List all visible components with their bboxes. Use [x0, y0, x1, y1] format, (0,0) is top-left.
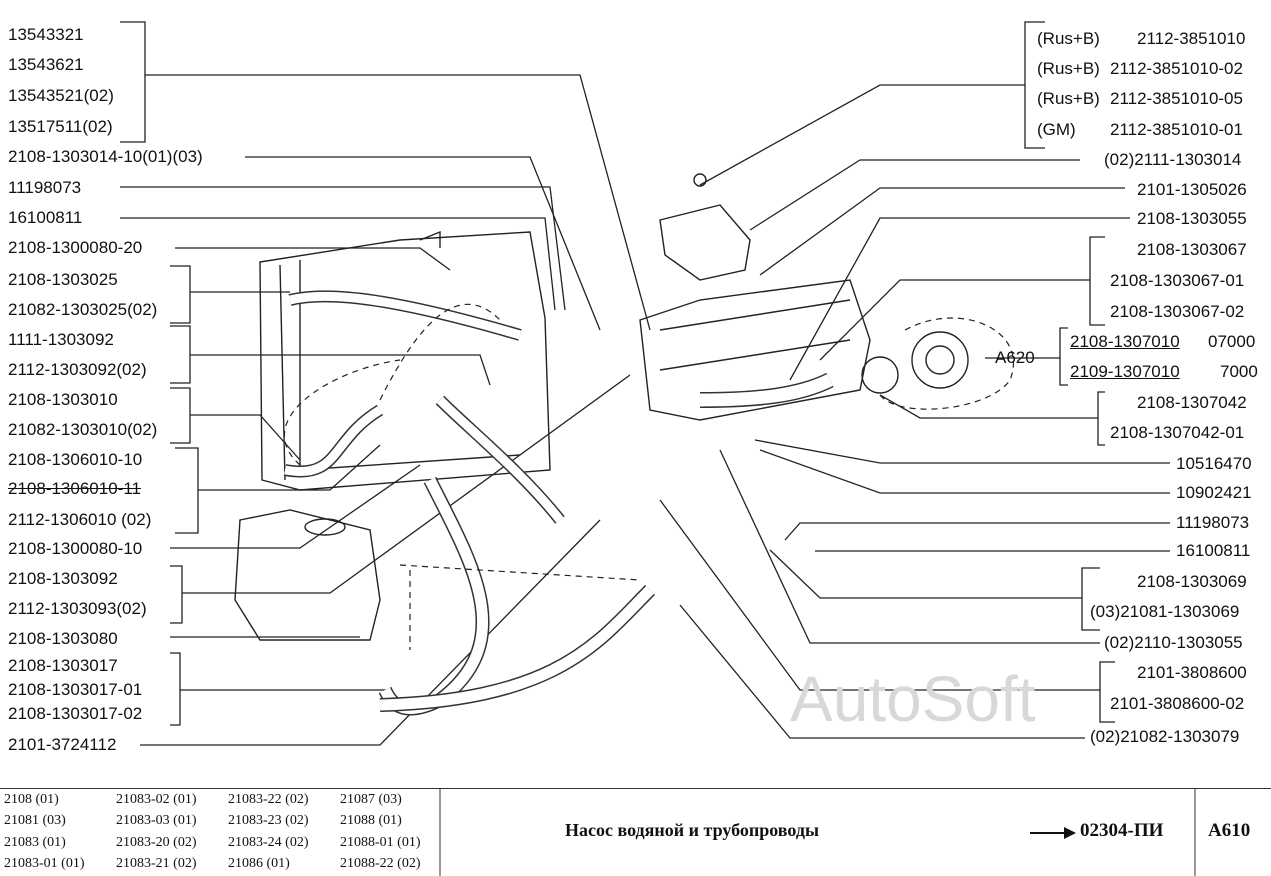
- part-label: 2108-1307010: [1070, 332, 1180, 351]
- part-label: 10902421: [1176, 483, 1252, 502]
- part-label: 2109-1307010: [1070, 362, 1180, 381]
- part-label: 2108-1303067-01: [1110, 271, 1245, 290]
- part-label: 2108-1307042: [1137, 393, 1247, 412]
- part-label: 2108-1300080-10: [8, 539, 143, 558]
- part-label: 1111-1303092: [8, 330, 114, 349]
- part-label: 11198073: [1176, 513, 1250, 532]
- part-label: 2108-1303080: [8, 629, 118, 648]
- part-label: 2112-1306010 (02): [8, 510, 152, 529]
- model-code: 21083-24 (02): [228, 835, 309, 850]
- model-code: 21088 (01): [340, 813, 402, 828]
- sensor-app: (GM): [1037, 120, 1076, 139]
- part-label: 2108-1303092: [8, 569, 118, 588]
- arrow-right-icon: [1030, 827, 1076, 839]
- sensor-number: 2112-3851010-02: [1110, 59, 1243, 78]
- model-code: 21086 (01): [228, 856, 290, 871]
- part-label: 10516470: [1176, 454, 1252, 473]
- model-code: 21088-01 (01): [340, 835, 421, 850]
- part-label: (03)21081-1303069: [1090, 602, 1240, 621]
- part-label: 2101-3808600: [1137, 663, 1247, 682]
- part-label: 2108-1303010: [8, 390, 118, 409]
- part-label: 2108-1307042-01: [1110, 423, 1245, 442]
- assembly-drawing: [120, 21, 1170, 746]
- part-label: 2108-1300080-20: [8, 238, 143, 257]
- model-code: 21083-21 (02): [116, 856, 197, 871]
- sensor-number: 2112-3851010-01: [1110, 120, 1243, 139]
- part-label: 21082-1303025(02): [8, 300, 158, 319]
- model-code: 21083 (01): [4, 835, 66, 850]
- part-label: (02)2110-1303055: [1104, 633, 1243, 652]
- part-label: (02)2111-1303014: [1104, 150, 1242, 169]
- part-label: 2101-3808600-02: [1110, 694, 1245, 713]
- part-label: 21082-1303010(02): [8, 420, 158, 439]
- model-code: 21083-23 (02): [228, 813, 309, 828]
- part-label: 13543321: [8, 25, 84, 44]
- watermark: AutoSoft: [790, 663, 1036, 735]
- part-label: 13517511(02): [8, 117, 113, 136]
- part-label: 2108-1303069: [1137, 572, 1247, 591]
- part-label: 2108-1303025: [8, 270, 118, 289]
- page-title: Насос водяной и трубопроводы: [565, 820, 820, 840]
- model-code: 21083-03 (01): [116, 813, 197, 828]
- part-label-obsolete: 2108-1306010-11: [8, 479, 141, 498]
- model-code: 21081 (03): [4, 813, 66, 828]
- catalog-code: 02304-ПИ: [1080, 820, 1164, 841]
- footer-grid: [439, 789, 1196, 876]
- part-label: 13543621: [8, 55, 84, 74]
- part-label: 16100811: [8, 208, 83, 227]
- model-code: 21083-22 (02): [228, 792, 309, 807]
- part-label: 2108-1303014-10(01)(03): [8, 147, 203, 166]
- sheet-number: A610: [1208, 820, 1251, 841]
- footer: 2108 (01) 21083-02 (01) 21083-22 (02) 21…: [0, 788, 1271, 876]
- model-code: 21087 (03): [340, 792, 402, 807]
- model-code: 21088-22 (02): [340, 856, 421, 871]
- model-code: 21083-20 (02): [116, 835, 197, 850]
- model-code: 21083-01 (01): [4, 856, 85, 871]
- part-label: 11198073: [8, 178, 82, 197]
- sensor-app: (Rus+B): [1037, 29, 1100, 48]
- part-label: 2101-1305026: [1137, 180, 1247, 199]
- part-label: 2108-1303067: [1137, 240, 1247, 259]
- part-label: 16100811: [1176, 541, 1251, 560]
- part-label: 2108-1303055: [1137, 209, 1247, 228]
- part-label: 2108-1303067-02: [1110, 302, 1245, 321]
- sensor-number: 2112-3851010-05: [1110, 89, 1243, 108]
- model-code: 21083-02 (01): [116, 792, 197, 807]
- part-label: 7000: [1220, 362, 1258, 381]
- part-label: 2108-1306010-10: [8, 450, 143, 469]
- part-label: A620: [995, 348, 1035, 367]
- sensor-app: (Rus+B): [1037, 89, 1100, 108]
- sensor-number: 2112-3851010: [1137, 29, 1246, 48]
- part-label: (02)21082-1303079: [1090, 727, 1240, 746]
- sensor-app: (Rus+B): [1037, 59, 1100, 78]
- part-label: 13543521(02): [8, 86, 114, 105]
- part-label: 2101-3724112: [8, 735, 117, 754]
- part-label: 2108-1303017-01: [8, 680, 143, 699]
- part-label: 2108-1303017: [8, 656, 118, 675]
- part-label: 2112-1303092(02): [8, 360, 147, 379]
- part-label: 2108-1303017-02: [8, 704, 143, 723]
- model-code: 2108 (01): [4, 792, 59, 807]
- part-label: 2112-1303093(02): [8, 599, 147, 618]
- part-label: 07000: [1208, 332, 1256, 351]
